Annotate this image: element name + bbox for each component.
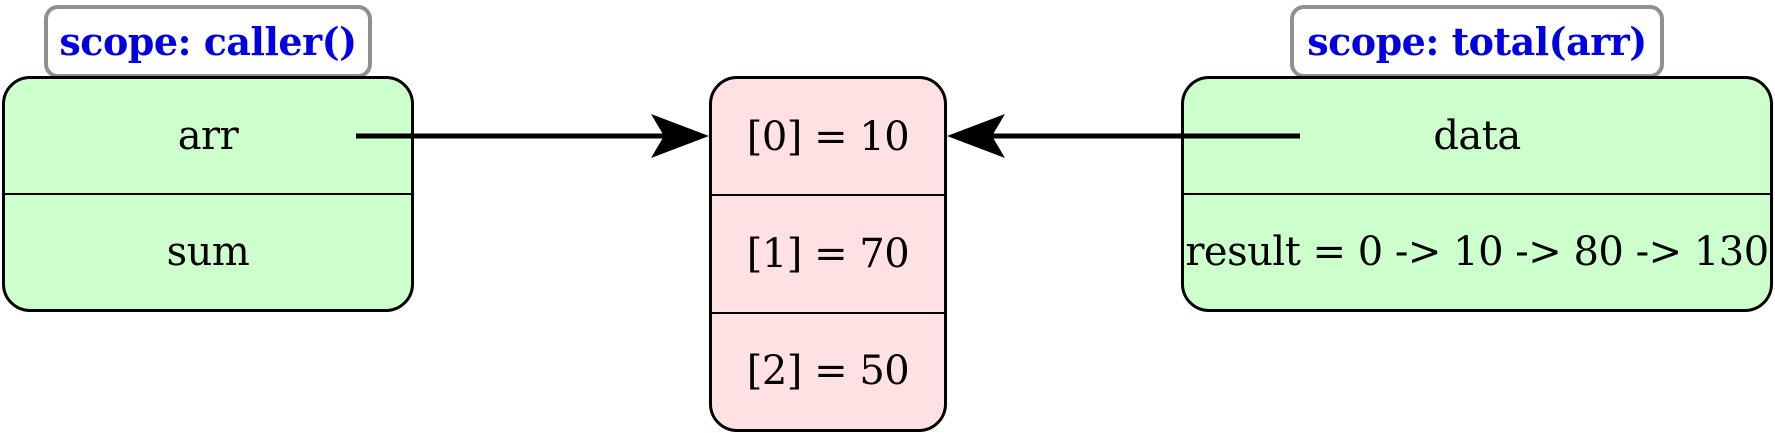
caller-field-arr: arr	[177, 113, 239, 159]
edge-arr-to-array	[356, 114, 709, 158]
total-field-result: result = 0 -> 10 -> 80 -> 130	[1184, 193, 1770, 309]
caller-field-sum: sum	[5, 193, 411, 309]
array-cell-0: [0] = 10	[746, 113, 910, 160]
array-cell-1: [1] = 70	[712, 194, 944, 311]
edge-arr-to-array-arrowhead	[651, 114, 709, 158]
total-field-data: data	[1433, 113, 1521, 159]
edge-data-to-array-arrowhead	[947, 114, 1005, 158]
total-scope-node: data result = 0 -> 10 -> 80 -> 130	[1181, 76, 1773, 312]
array-cell-2: [2] = 50	[712, 311, 944, 429]
edge-data-to-array	[947, 114, 1300, 158]
array-node: [0] = 10 [1] = 70 [2] = 50	[709, 76, 947, 432]
caller-scope-node: arr sum	[2, 76, 414, 312]
caller-scope-label: scope: caller()	[44, 5, 372, 78]
